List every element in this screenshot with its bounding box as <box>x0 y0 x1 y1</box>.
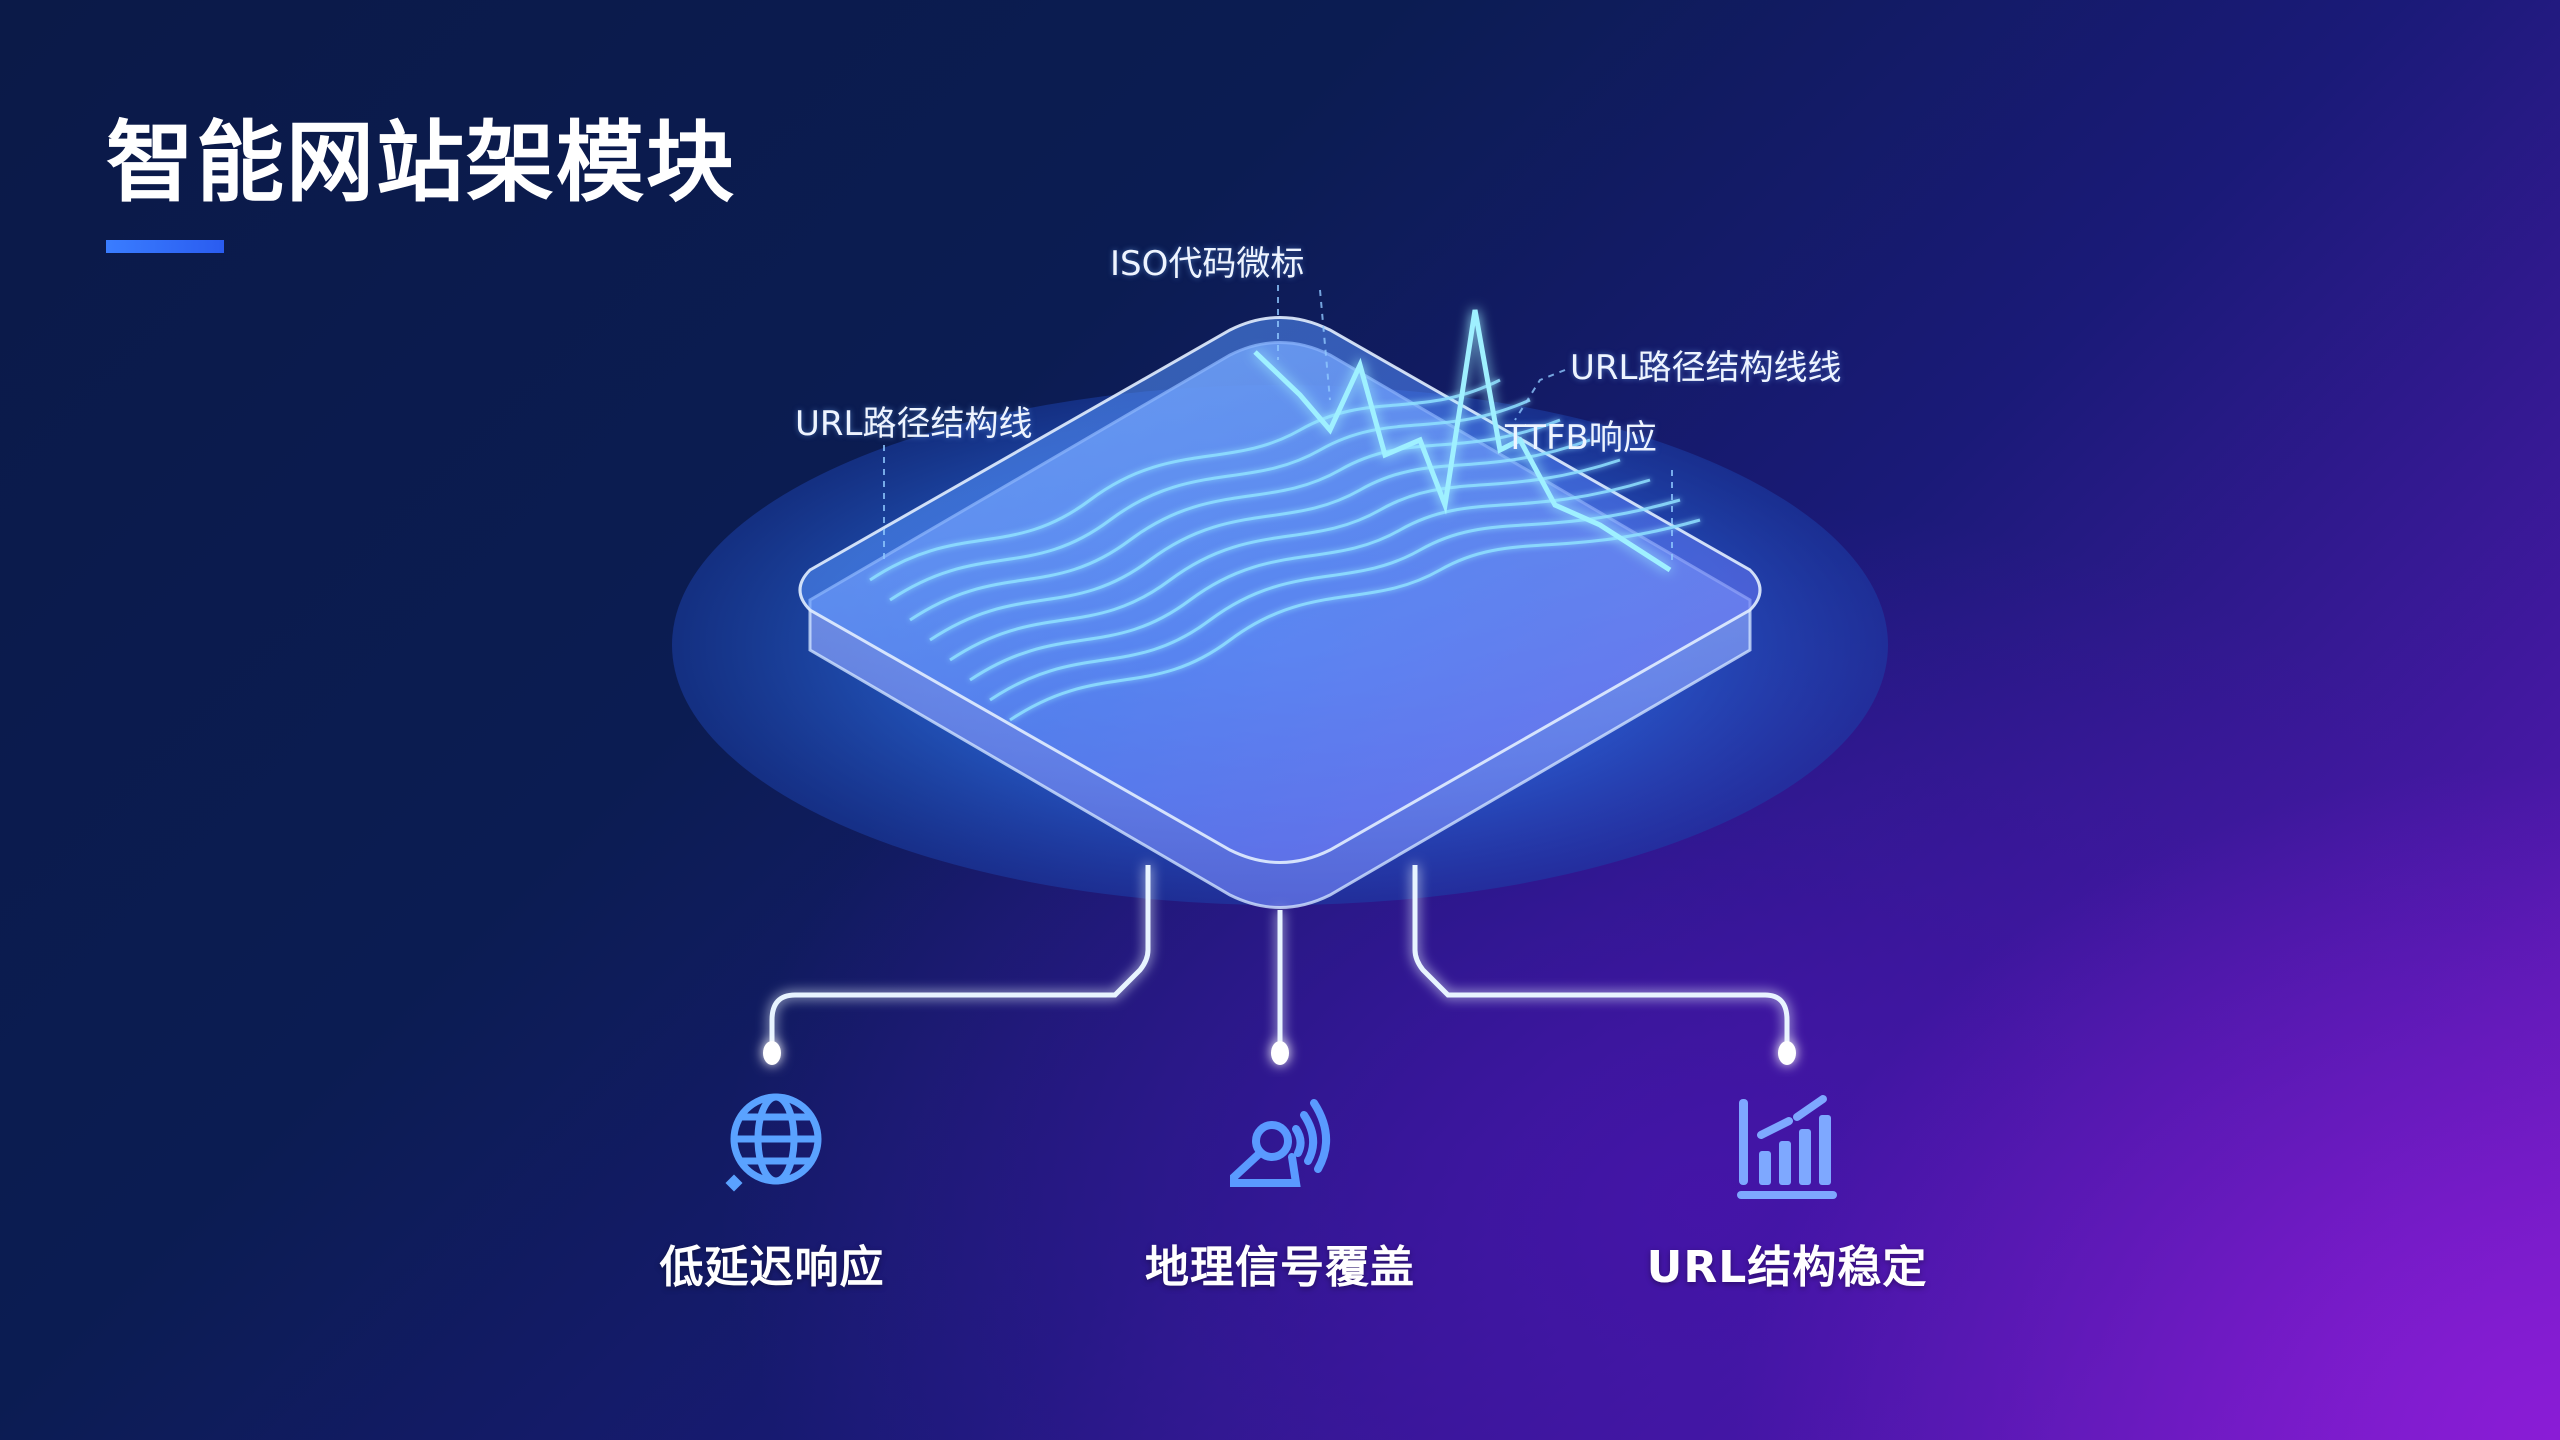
feature-label: 低延迟响应 <box>659 1242 885 1293</box>
connector-lines <box>769 865 1790 1052</box>
data-wave-lines <box>869 378 1701 722</box>
connector-endpoints <box>763 1041 1796 1065</box>
feature-label: URL结构稳定 <box>1646 1242 1928 1293</box>
callout-iso-code: ISO代码微标 <box>1110 244 1305 284</box>
signal-tower-icon <box>1230 1099 1331 1187</box>
feature-label: 地理信号覆盖 <box>1145 1242 1415 1293</box>
slide-title: 智能网站架模块 <box>106 111 737 214</box>
feature-low-latency: 低延迟响应 <box>592 1085 952 1295</box>
callout-url-path-left: URL路径结构线 <box>795 404 1033 444</box>
callout-leaders <box>883 285 1673 560</box>
feature-url-stable: URL结构稳定 <box>1607 1085 1967 1295</box>
title-accent-bar <box>106 240 224 253</box>
feature-geo-signal: 地理信号覆盖 <box>1100 1085 1460 1295</box>
bar-chart-trend-icon <box>1737 1095 1837 1199</box>
platform-top <box>798 316 1762 864</box>
callout-ttfb: TTFB响应 <box>1505 418 1657 458</box>
callout-url-path-right: URL路径结构线线 <box>1570 348 1842 388</box>
ttfb-spike-line <box>1253 309 1672 573</box>
globe-search-icon <box>725 1093 822 1192</box>
